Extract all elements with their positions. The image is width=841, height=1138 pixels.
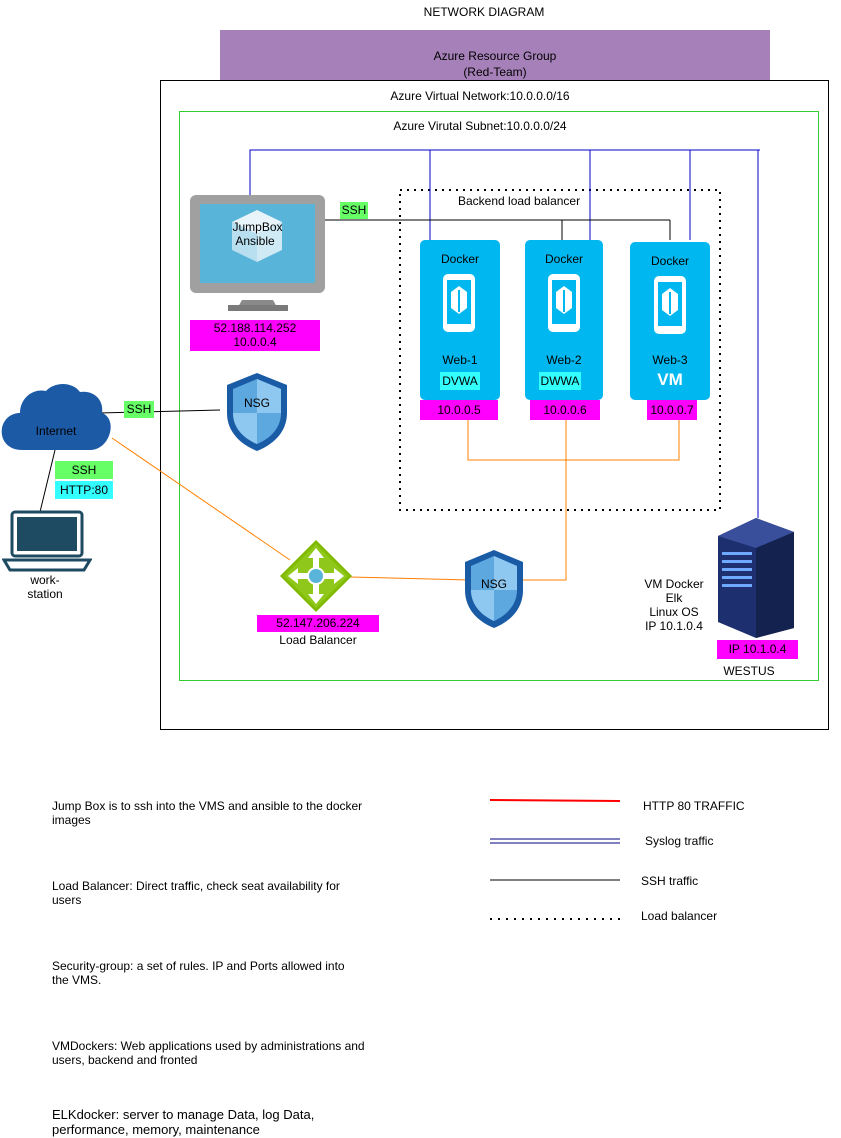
resource-group: Azure Resource Group (Red-Team): [220, 30, 770, 80]
legend-jumpbox-desc: Jump Box is to ssh into the VMS and ansi…: [52, 799, 363, 827]
web-2-ip-badge: 10.0.0.6: [530, 400, 600, 420]
workstation-label-line2: station: [27, 587, 63, 601]
legend-http-line: [489, 799, 621, 802]
elk-region: WESTUS: [723, 664, 775, 678]
jumpbox-role: Ansible: [235, 234, 275, 248]
legend-elk-desc: ELKdocker: server to manage Data, log Da…: [52, 1107, 315, 1137]
web-1-ip-badge: 10.0.0.5: [420, 400, 498, 420]
web-3-name: Web-3: [652, 353, 688, 367]
nsg-top-label: NSG: [243, 396, 270, 410]
elk-description: VM Docker Elk Linux OS IP 10.1.0.4: [640, 577, 708, 633]
internet-cloud-icon: Internet: [0, 382, 112, 452]
web-3-ip-badge: 10.0.0.7: [647, 400, 697, 420]
legend-nsg-desc: Security-group: a set of rules. IP and P…: [52, 959, 345, 987]
subnet-label: Azure Virutal Subnet:10.0.0.0/24: [393, 119, 567, 133]
web-2-docker-label: Docker: [544, 252, 583, 266]
elk-line3: Linux OS: [649, 605, 699, 619]
load-balancer-ip-badge: 52.147.206.224: [257, 615, 379, 632]
legend-syslog-key: Syslog traffic: [645, 834, 714, 848]
resource-group-name: (Red-Team): [463, 65, 527, 79]
docker-device-icon: [548, 274, 580, 332]
internet-label: Internet: [35, 424, 77, 438]
web-1-card: Docker Web-1 DVWA: [420, 240, 500, 400]
jumpbox-public-ip: 52.188.114.252: [213, 321, 297, 335]
elk-line1: VM Docker: [644, 577, 704, 591]
ssh-label-internet: SSH: [124, 401, 154, 418]
web-2-card: Docker Web-2 DWWA: [525, 240, 603, 400]
legend-ssh-key: SSH traffic: [641, 874, 699, 888]
elk-ip-badge: IP 10.1.0.4: [717, 640, 798, 659]
nsg-shield-icon: NSG: [227, 373, 287, 451]
ssh-label-workstation: SSH: [55, 461, 113, 479]
workstation-laptop-icon: [2, 510, 92, 572]
docker-device-icon: [443, 274, 475, 332]
http-lines: [111, 420, 680, 581]
docker-device-icon: [654, 276, 686, 334]
jumpbox-name: JumpBox: [232, 220, 283, 234]
backend-lb-label: Backend load balancer: [458, 194, 581, 208]
subnet: [179, 111, 819, 681]
virtual-network: [160, 80, 829, 730]
jumpbox-private-ip: 10.0.0.4: [233, 335, 277, 349]
elk-line4: IP 10.1.0.4: [645, 619, 703, 633]
elk-server-icon: [718, 518, 794, 638]
legend-lb-key: Load balancer: [641, 909, 718, 923]
resource-group-title: Azure Resource Group: [433, 49, 557, 63]
nsg-bottom-shield-icon: NSG: [465, 550, 523, 628]
web-1-docker-label: Docker: [440, 252, 479, 266]
load-balancer-icon: [280, 540, 352, 612]
diagram-title: NETWORK DIAGRAM: [423, 5, 545, 19]
nsg-bottom-label: NSG: [480, 577, 507, 591]
web-1-app-badge: DVWA: [440, 372, 480, 390]
jumpbox-monitor-icon: JumpBox Ansible: [190, 195, 325, 315]
web-2-name: Web-2: [546, 353, 582, 367]
ssh-lines: [39, 219, 671, 513]
web-3-docker-label: Docker: [650, 254, 689, 268]
jumpbox-ip-badge: 52.188.114.252 10.0.0.4: [190, 320, 320, 351]
legend-http-key: HTTP 80 TRAFFIC: [643, 799, 745, 813]
vnet-label: Azure Virtual Network:10.0.0.0/16: [390, 89, 570, 103]
load-balancer-label: Load Balancer: [279, 633, 357, 647]
syslog-lines: [249, 149, 760, 518]
legend-vmdockers-desc: VMDockers: Web applications used by admi…: [52, 1039, 365, 1067]
workstation-label-line1: work-: [30, 573, 60, 587]
legend-loadbalancer-desc: Load Balancer: Direct traffic, check sea…: [52, 879, 340, 907]
backend-lb-box: [399, 189, 721, 511]
web-2-app-badge: DWWA: [539, 372, 581, 390]
ssh-label-top: SSH: [340, 202, 368, 219]
web-3-app-label: VM: [657, 370, 683, 389]
http-label-workstation: HTTP:80: [55, 481, 113, 499]
web-3-card: Docker Web-3 VM: [630, 242, 710, 400]
elk-line2: Elk: [665, 591, 683, 605]
web-1-name: Web-1: [442, 353, 478, 367]
workstation-label: work- station: [15, 573, 75, 601]
